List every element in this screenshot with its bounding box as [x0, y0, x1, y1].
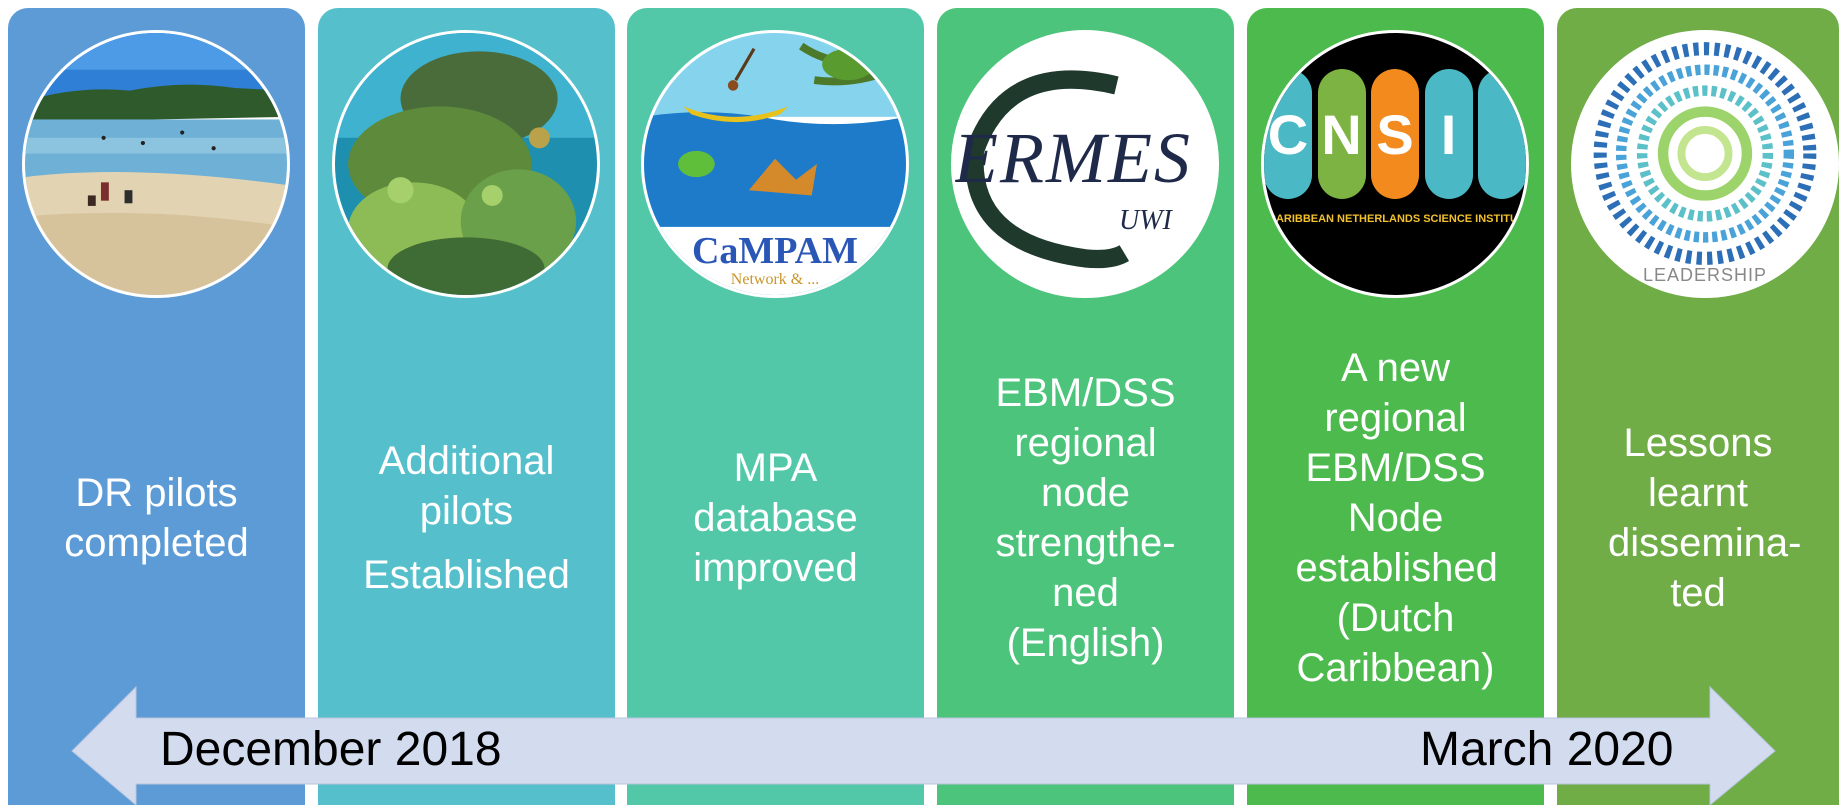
cermes-logo-subtext: UWI — [1119, 205, 1172, 236]
campam-logo-subtext: Network & ... — [730, 271, 820, 288]
cnsi-letter-c: C — [1264, 69, 1312, 199]
caption-text: DR pilots completed — [64, 471, 249, 565]
leadership-logo: LEADERSHIP — [1571, 30, 1839, 298]
timeline-end-label: March 2020 — [1420, 723, 1674, 776]
panel-caption: A new regional EBM/DSS Node established … — [1255, 308, 1536, 728]
leadership-logo-text: LEADERSHIP — [1642, 265, 1768, 285]
coral-reef-photo — [332, 30, 600, 298]
cnsi-letter-s: S — [1371, 69, 1419, 199]
caption-text: Additional pilots — [378, 439, 555, 533]
panel-caption: Lessons learnt dissemina-ted — [1565, 308, 1831, 728]
cnsi-logo-subtext: CARIBBEAN NETHERLANDS SCIENCE INSTITUTE — [1268, 213, 1522, 225]
caption-text: EBM/DSS regional node strengthe-ned (Eng… — [995, 371, 1176, 665]
campam-logo: CaMPAM Network & ... — [641, 30, 909, 298]
cnsi-letter-i: I — [1424, 69, 1473, 199]
caption-text-line2: Established — [363, 553, 570, 597]
panel-lessons-learnt: LEADERSHIP Lessons learnt dissemina-ted — [1557, 8, 1839, 805]
timeline-start-label: December 2018 — [160, 723, 502, 776]
cnsi-pill-blank — [1478, 69, 1526, 199]
panel-mpa-database: CaMPAM Network & ... MPA database improv… — [627, 8, 924, 805]
panel-caption: MPA database improved — [635, 308, 916, 728]
cermes-logo-text: ERMES — [954, 118, 1192, 198]
caption-text: Lessons learnt dissemina-ted — [1608, 421, 1802, 615]
panel-dr-pilots: DR pilots completed — [8, 8, 305, 805]
panel-new-node: C N N S I CARIBBEAN NETHERLANDS SCIENCE … — [1247, 8, 1544, 805]
panel-caption: Additional pilots Established — [326, 308, 607, 728]
beach-photo — [22, 30, 290, 298]
campam-logo-text: CaMPAM — [691, 230, 858, 272]
cnsi-logo: C N N S I CARIBBEAN NETHERLANDS SCIENCE … — [1261, 30, 1529, 298]
caption-text: A new regional EBM/DSS Node established … — [1295, 346, 1498, 690]
panel-caption: DR pilots completed — [16, 308, 297, 728]
panel-caption: EBM/DSS regional node strengthe-ned (Eng… — [945, 308, 1226, 728]
panel-ebm-dss-node: ERMES UWI EBM/DSS regional node strength… — [937, 8, 1234, 805]
cermes-logo: ERMES UWI — [951, 30, 1219, 298]
caption-text: MPA database improved — [693, 446, 858, 590]
panel-additional-pilots: Additional pilots Established — [318, 8, 615, 805]
cnsi-letter-n: N — [1317, 69, 1366, 199]
